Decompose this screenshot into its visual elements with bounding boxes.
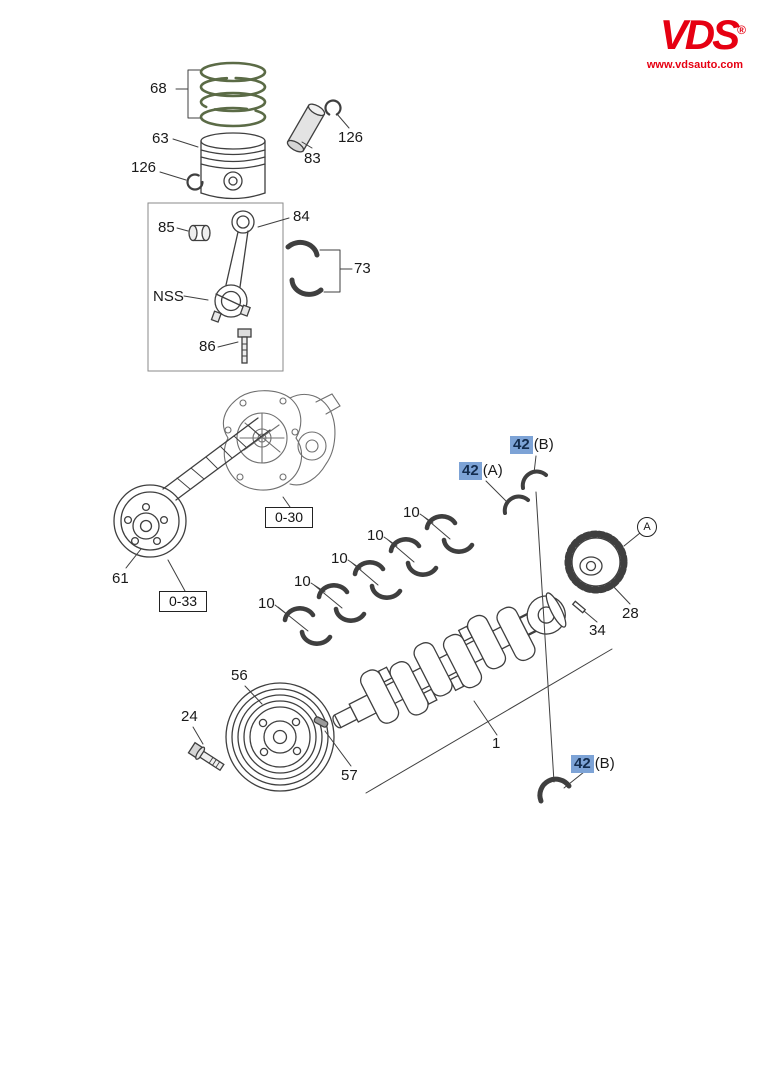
highlighted-part-42[interactable]: 42 <box>510 436 533 454</box>
suffix-b: (B) <box>594 755 615 772</box>
piston-rings-drawing <box>199 61 267 128</box>
part-label-10-5: 10 <box>258 595 275 612</box>
part-label-10-3: 10 <box>331 550 348 567</box>
registered-mark: ® <box>737 23 746 37</box>
vds-website: www.vdsauto.com <box>646 59 743 71</box>
part-label-28: 28 <box>622 605 639 622</box>
piston-pin-drawing <box>286 103 326 153</box>
main-bearing-shells-drawing <box>282 514 475 646</box>
suffix-b: (B) <box>533 436 554 453</box>
highlighted-part-42[interactable]: 42 <box>571 755 594 773</box>
crank-pulley-drawing <box>225 682 335 792</box>
part-label-61: 61 <box>112 570 129 587</box>
part-label-10-4: 10 <box>294 573 311 590</box>
part-label-86: 86 <box>199 338 216 355</box>
part-label-73: 73 <box>354 260 371 277</box>
small-end-bushing-drawing <box>188 224 211 242</box>
leader-lines <box>125 69 641 794</box>
connecting-rod-drawing <box>210 210 255 323</box>
part-label-126-right: 126 <box>338 129 364 146</box>
ref-label-0-33: 0-33 <box>159 591 208 612</box>
view-ref-a: A <box>637 517 657 537</box>
rod-bolt-drawing <box>237 328 252 364</box>
belt-pulley-drawing <box>113 417 271 558</box>
rod-bearing-shells-drawing <box>285 239 324 297</box>
part-label-56: 56 <box>231 667 248 684</box>
vds-logo: VDS® www.vdsauto.com <box>646 11 746 72</box>
connecting-rod-box <box>147 202 284 372</box>
part-label-42B-top: 42(B) <box>510 436 554 454</box>
part-label-10-1: 10 <box>403 504 420 521</box>
part-label-63: 63 <box>152 130 169 147</box>
vds-logo-text: VDS® <box>659 11 746 58</box>
highlighted-part-42[interactable]: 42 <box>459 462 482 480</box>
piston-drawing <box>200 132 266 200</box>
part-label-10-2: 10 <box>367 527 384 544</box>
pulley-bolt-drawing <box>187 741 225 772</box>
thrust-washer-drawings <box>502 469 572 804</box>
part-label-85: 85 <box>158 219 175 236</box>
part-label-68: 68 <box>150 80 167 97</box>
suffix-a: (A) <box>482 462 503 479</box>
part-label-24: 24 <box>181 708 198 725</box>
ref-label-0-30: 0-30 <box>265 507 314 528</box>
part-label-nss: NSS <box>153 288 184 305</box>
part-label-83: 83 <box>304 150 321 167</box>
dowel-pin-drawing <box>571 600 587 614</box>
key-drawing <box>313 716 329 728</box>
part-label-84: 84 <box>293 208 310 225</box>
part-label-57: 57 <box>341 767 358 784</box>
part-label-34: 34 <box>589 622 606 639</box>
snap-ring-drawings <box>186 99 342 191</box>
crankshaft-drawing <box>332 592 567 729</box>
water-pump-drawing <box>222 390 341 491</box>
timing-gear-drawing <box>564 530 628 594</box>
part-label-42B-bottom: 42(B) <box>571 755 615 773</box>
part-label-42A: 42(A) <box>459 462 503 480</box>
part-label-1: 1 <box>492 735 501 752</box>
part-label-126-left: 126 <box>131 159 157 176</box>
